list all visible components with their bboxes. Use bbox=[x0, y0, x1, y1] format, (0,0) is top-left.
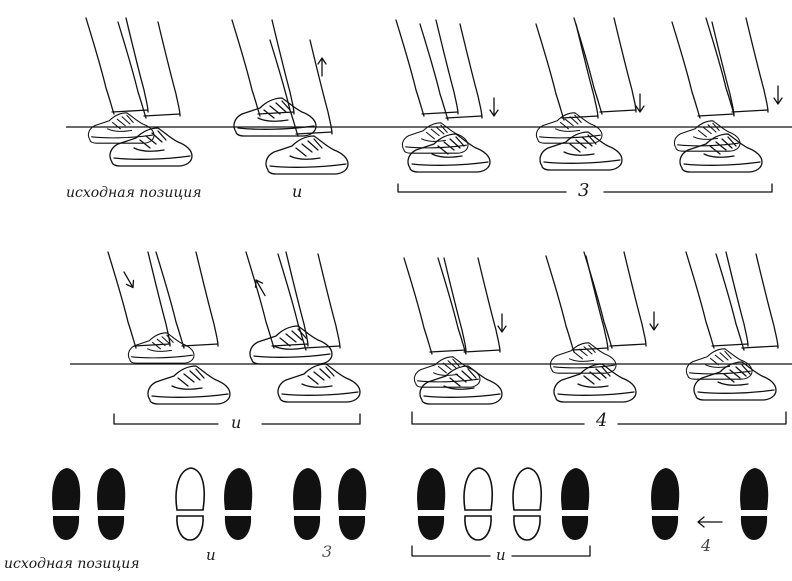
arrow-down-icon bbox=[490, 98, 498, 116]
figure-three-b bbox=[536, 18, 644, 170]
shoe-icon bbox=[148, 366, 230, 404]
figure-three-c bbox=[672, 18, 782, 172]
label-four: 4 bbox=[596, 412, 607, 430]
figure-row2-d bbox=[546, 252, 658, 402]
label-and: и bbox=[292, 184, 302, 200]
footprint-icon bbox=[561, 468, 589, 540]
label-start-position: исходная позиция bbox=[66, 186, 202, 200]
figure-three-a bbox=[396, 20, 498, 172]
figure-and-lift bbox=[232, 20, 348, 174]
label-footprints-three: 3 bbox=[322, 544, 332, 560]
figure-start-position bbox=[86, 18, 192, 166]
label-three: 3 bbox=[578, 182, 589, 200]
arrow-down-icon bbox=[498, 314, 506, 332]
footprint-icon bbox=[293, 468, 321, 540]
footprint-icon bbox=[651, 468, 679, 540]
arrow-down-icon bbox=[121, 270, 137, 290]
arrow-up-icon bbox=[318, 58, 326, 76]
footprint-icon bbox=[176, 468, 204, 540]
shoe-icon bbox=[88, 113, 154, 143]
shoe-icon bbox=[420, 366, 502, 404]
footprint-icon bbox=[97, 468, 125, 540]
arrow-down-icon bbox=[636, 94, 644, 112]
label-footprints-and-1: и bbox=[206, 548, 216, 563]
shoe-icon bbox=[550, 343, 616, 373]
figure-row2-c bbox=[404, 258, 506, 404]
arrow-left-icon bbox=[698, 517, 722, 527]
shoe-icon bbox=[266, 136, 348, 174]
footprint-icon bbox=[224, 468, 252, 540]
footprint-icon bbox=[417, 468, 445, 540]
label-footprints-start: исходная позиция bbox=[4, 557, 140, 571]
label-and-row2: и bbox=[231, 415, 241, 431]
label-footprints-four: 4 bbox=[701, 538, 711, 554]
shoe-icon bbox=[234, 98, 316, 136]
shoe-icon bbox=[694, 362, 776, 400]
shoe-icon bbox=[110, 128, 192, 166]
arrow-down-icon bbox=[774, 86, 782, 104]
shoe-icon bbox=[680, 134, 762, 172]
shoe-icon bbox=[554, 364, 636, 402]
footprint-icon bbox=[464, 468, 492, 540]
figure-row2-a bbox=[108, 252, 230, 404]
arrow-down-icon bbox=[650, 312, 658, 330]
footprint-icon bbox=[740, 468, 768, 540]
figure-row2-e bbox=[686, 252, 778, 400]
figure-row2-b bbox=[246, 252, 360, 402]
footprint-icon bbox=[513, 468, 541, 540]
footprint-icon bbox=[338, 468, 366, 540]
footprint-icon bbox=[52, 468, 80, 540]
shoe-icon bbox=[278, 364, 360, 402]
footprints bbox=[52, 468, 768, 556]
label-footprints-and-2: и bbox=[496, 548, 506, 563]
